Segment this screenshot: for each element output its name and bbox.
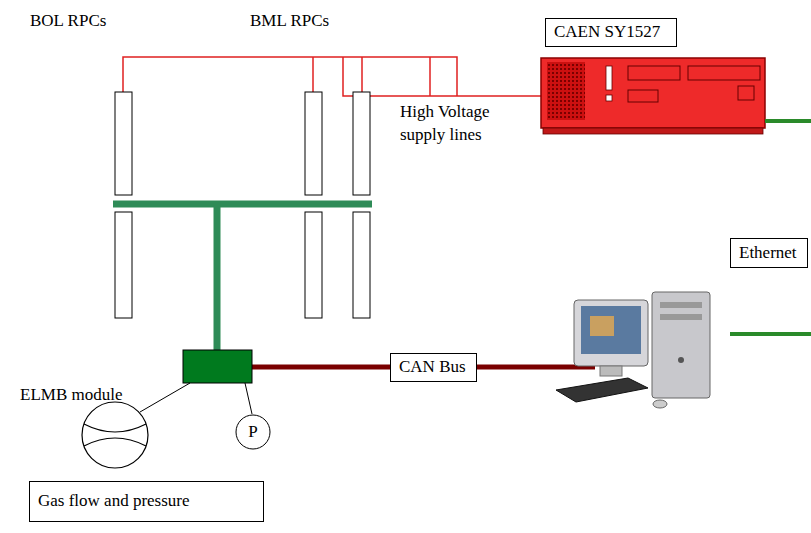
node-text: CAEN SY1527 — [554, 22, 660, 42]
ethernet-lines — [730, 121, 811, 334]
bus-label: CAN Bus — [390, 353, 477, 382]
hv-lines — [123, 57, 541, 96]
node-text: Gas flow and pressure — [38, 491, 190, 511]
caen-crate — [541, 58, 765, 134]
chamber-group-label: BOL RPCs — [30, 10, 106, 33]
device-label: CAEN SY1527 — [545, 18, 677, 47]
node-text: P — [248, 422, 257, 442]
sensor-wires — [140, 383, 252, 414]
sensor-bus — [113, 204, 372, 350]
pressure-sensor: P — [235, 414, 271, 450]
flow-meter — [82, 402, 148, 468]
sensor-caption-box: Gas flow and pressure — [29, 481, 264, 522]
node-text: CAN Bus — [399, 357, 466, 377]
node-text: Ethernet — [739, 243, 797, 263]
network-label: Ethernet — [730, 238, 808, 268]
cable-label: High Voltage supply lines — [400, 101, 520, 147]
elmb-module — [183, 350, 252, 383]
computer — [556, 292, 710, 408]
chamber-group-label: BML RPCs — [250, 10, 329, 33]
module-label: ELMB module — [20, 384, 122, 407]
circle-shape — [236, 415, 270, 449]
